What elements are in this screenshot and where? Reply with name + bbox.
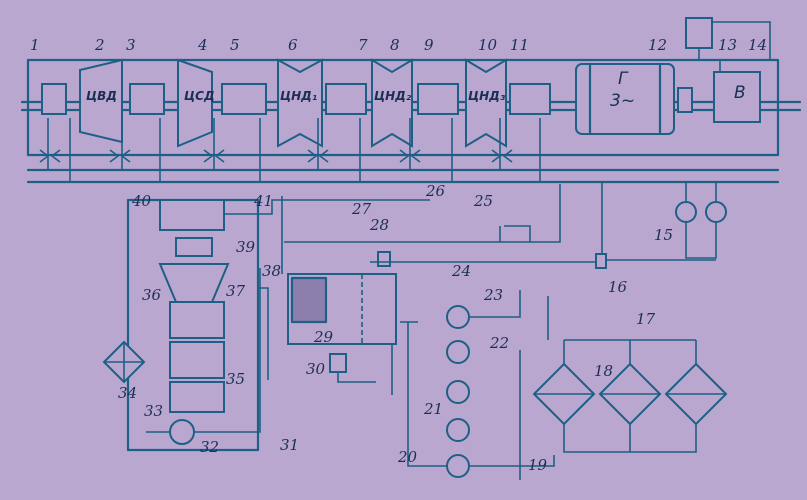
label-28: 28 — [369, 216, 389, 234]
label-5: 5 — [230, 36, 240, 54]
label-31: 31 — [280, 436, 299, 454]
label-38: 38 — [262, 262, 281, 280]
label-29: 29 — [313, 328, 334, 346]
oil-pump-assembly — [102, 198, 261, 452]
label-26: 26 — [425, 182, 446, 200]
label-30: 30 — [306, 360, 326, 378]
label-9: 9 — [424, 36, 434, 54]
label-33: 33 — [144, 402, 163, 420]
label-4: 4 — [197, 36, 208, 54]
aux-pumps — [595, 182, 727, 269]
label-35: 35 — [226, 370, 245, 388]
label-6: 6 — [288, 36, 298, 54]
label-3: 3 — [126, 36, 136, 54]
svg-text:ЦСД: ЦСД — [184, 89, 215, 103]
label-41: 41 — [253, 192, 273, 210]
piping — [224, 184, 596, 380]
label-24: 24 — [451, 262, 471, 280]
label-7: 7 — [358, 36, 368, 54]
label-8: 8 — [390, 36, 400, 54]
label-40: 40 — [131, 192, 152, 210]
label-32: 32 — [200, 438, 219, 456]
svg-text:Г: Г — [618, 69, 629, 89]
label-23: 23 — [483, 286, 503, 304]
label-27: 27 — [351, 200, 372, 218]
lp-turbine-1: ЦНД₁ — [277, 58, 323, 148]
label-22: 22 — [489, 334, 509, 352]
label-36: 36 — [142, 286, 162, 304]
oil-coolers — [532, 339, 728, 453]
label-37: 37 — [226, 282, 246, 300]
reference-numbers: 1 2 3 4 5 6 7 8 9 10 11 12 13 14 15 16 1… — [30, 36, 767, 474]
label-20: 20 — [397, 448, 418, 466]
svg-text:3~: 3~ — [610, 91, 635, 111]
label-25: 25 — [473, 192, 493, 210]
label-13: 13 — [718, 36, 737, 54]
exciter: В — [685, 17, 771, 123]
label-18: 18 — [594, 362, 613, 380]
svg-text:ЦВД: ЦВД — [86, 89, 117, 103]
label-14: 14 — [748, 36, 767, 54]
main-oil-tank — [287, 251, 397, 395]
svg-text:В: В — [734, 83, 746, 103]
hp-turbine: ЦВД — [79, 58, 123, 144]
lp-turbine-2: ЦНД₂ — [371, 58, 413, 148]
oil-supply-lines — [39, 118, 541, 182]
label-16: 16 — [608, 278, 628, 296]
ip-turbine: ЦСД — [177, 58, 215, 148]
label-15: 15 — [654, 226, 673, 244]
label-12: 12 — [648, 36, 667, 54]
svg-text:ЦНД₁: ЦНД₁ — [280, 89, 317, 103]
label-1: 1 — [30, 36, 40, 54]
svg-text:ЦНД₂: ЦНД₂ — [374, 89, 412, 103]
label-10: 10 — [478, 36, 498, 54]
lp-turbine-3: ЦНД₃ — [465, 58, 507, 148]
generator: Г 3~ — [575, 62, 675, 136]
label-21: 21 — [423, 400, 443, 418]
label-17: 17 — [636, 310, 656, 328]
pump-column — [400, 290, 555, 480]
label-11: 11 — [510, 36, 529, 54]
svg-text:ЦНД₃: ЦНД₃ — [468, 89, 506, 103]
label-2: 2 — [94, 36, 105, 54]
label-39: 39 — [236, 238, 256, 256]
label-19: 19 — [528, 456, 548, 474]
label-34: 34 — [118, 384, 137, 402]
bearings — [41, 83, 693, 115]
